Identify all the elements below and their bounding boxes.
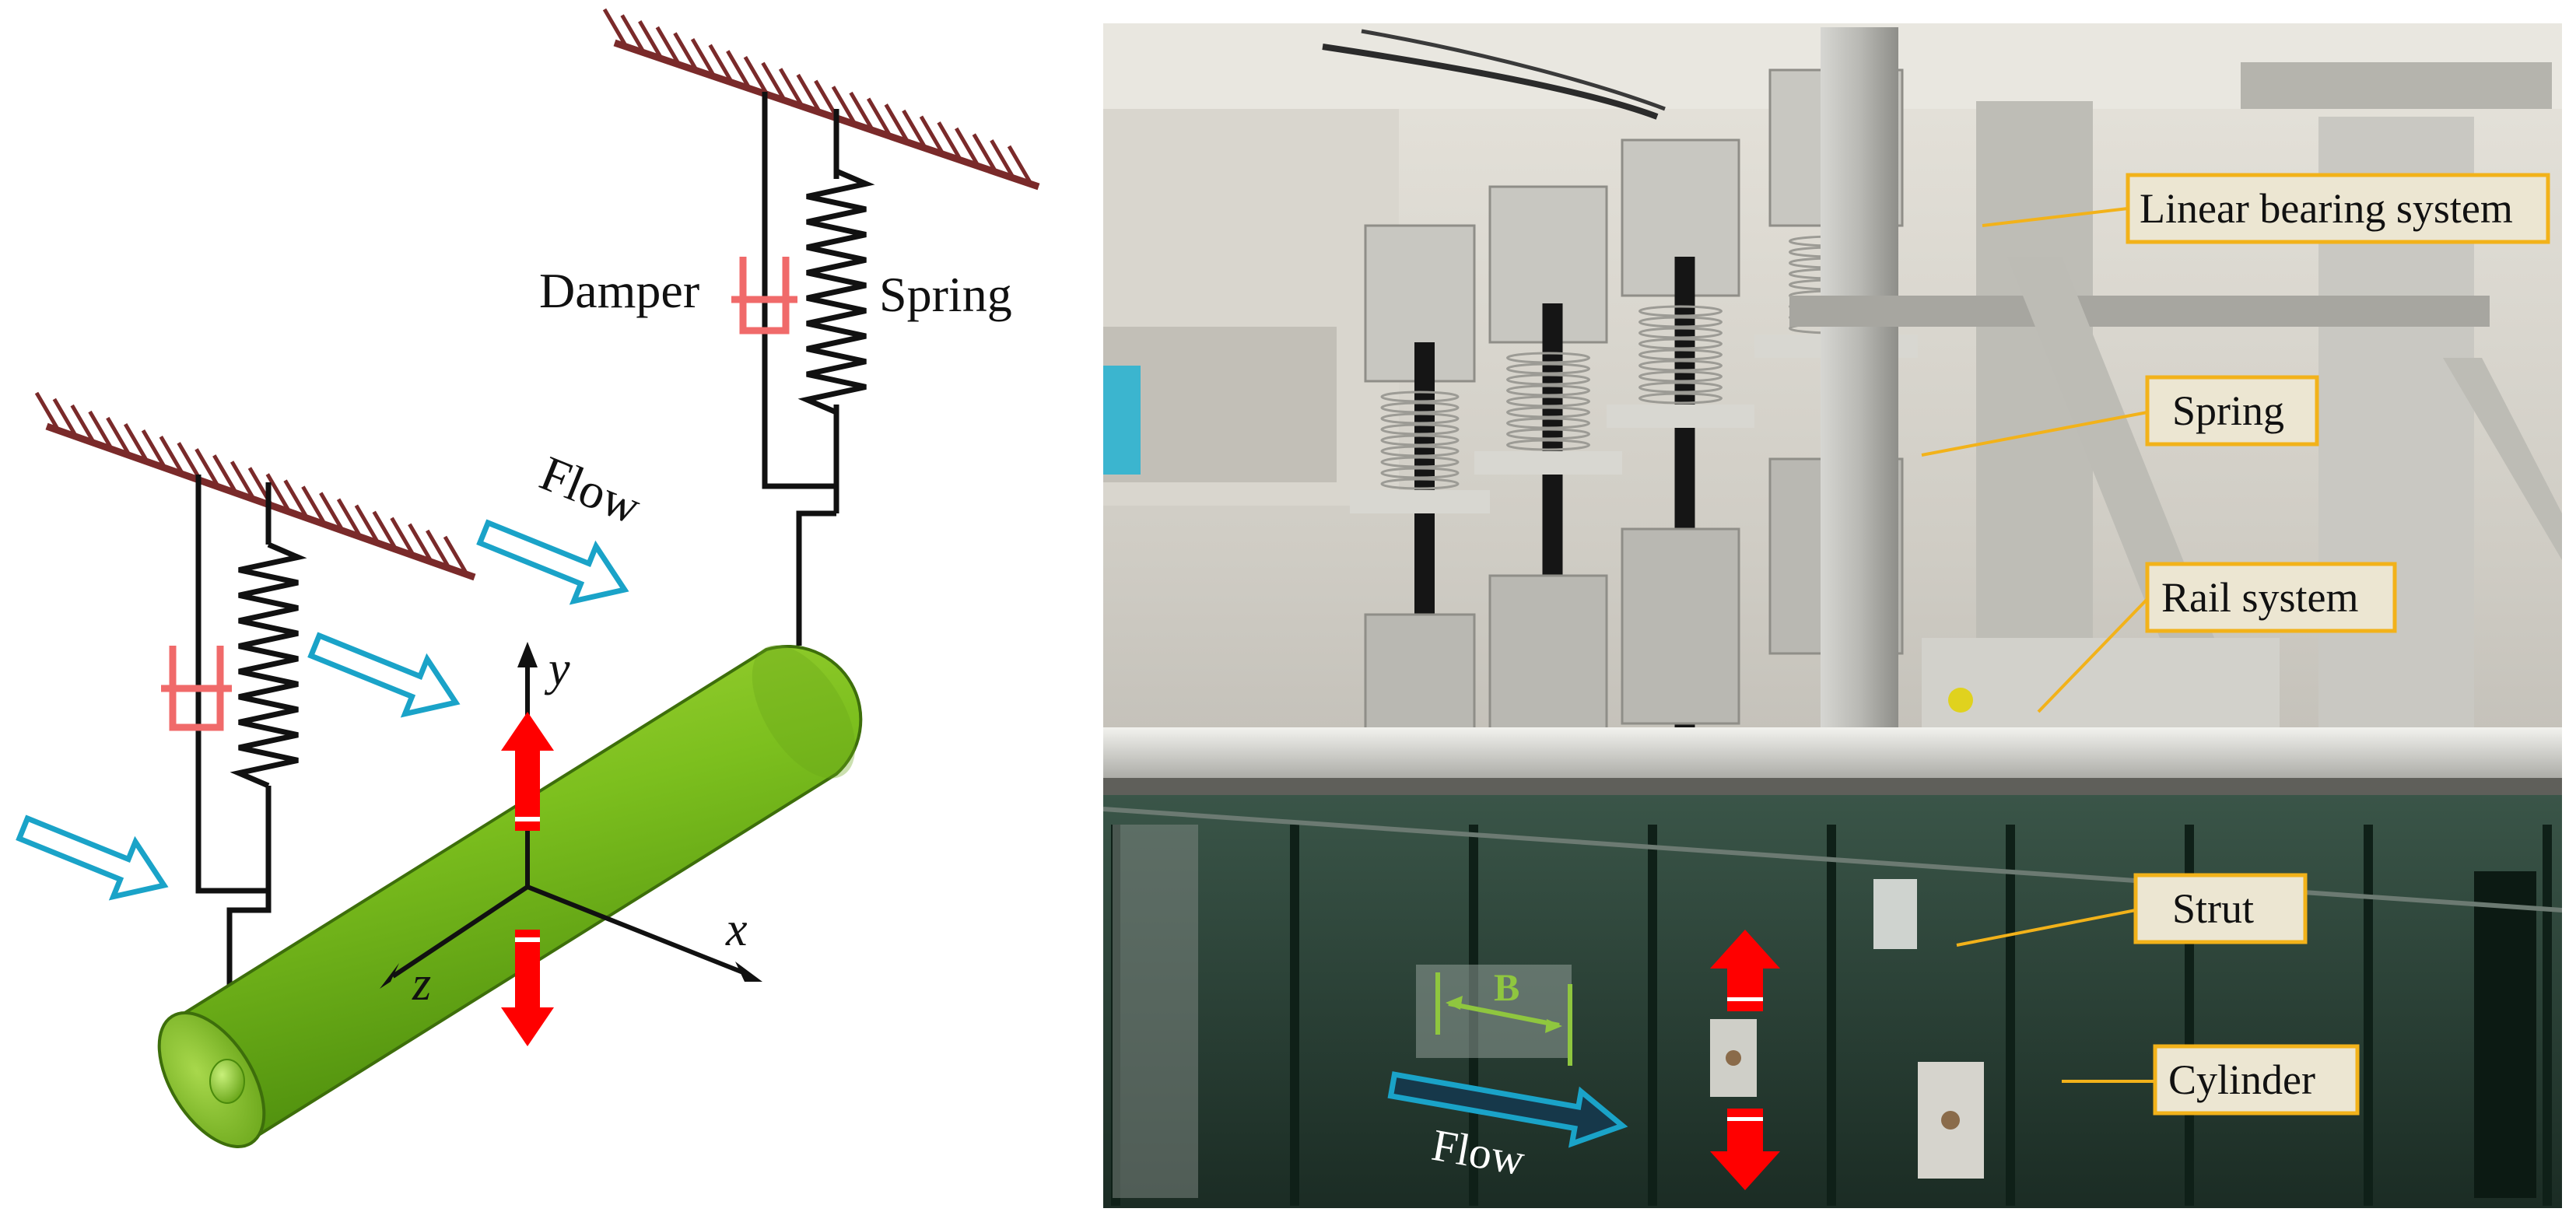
spacing-marker bbox=[1435, 972, 1572, 1066]
ground-hatch-upper bbox=[602, 8, 1040, 191]
photo-overlays: B Flow Linear bearing system bbox=[1387, 173, 2550, 1190]
force-arrow-up bbox=[501, 712, 554, 831]
ground-upper-tick bbox=[602, 8, 629, 48]
force-arrow-down bbox=[501, 930, 554, 1046]
damper-upper bbox=[731, 257, 797, 335]
callout-spring-text: Spring bbox=[2172, 387, 2284, 434]
ground-lower-tick bbox=[443, 535, 469, 576]
ground-lower-tick bbox=[372, 510, 398, 551]
ground-lower-tick bbox=[408, 523, 433, 563]
ceiling-cable bbox=[1322, 44, 1659, 120]
ground-upper-tick bbox=[761, 61, 787, 102]
ground-upper-tick bbox=[708, 44, 734, 84]
ground-upper-tick bbox=[849, 91, 874, 131]
ground-hatch-lower bbox=[34, 391, 476, 581]
photo-force-arrow-up bbox=[1710, 930, 1780, 1011]
ground-lower-tick bbox=[70, 404, 96, 444]
wall-cabinet bbox=[1103, 327, 1337, 482]
ground-lower-tick bbox=[390, 517, 415, 557]
ground-upper-tick bbox=[919, 115, 945, 155]
cylinder bbox=[157, 645, 863, 1148]
ground-lower-tick bbox=[354, 504, 380, 545]
ground-upper-tick bbox=[638, 20, 664, 60]
callout-cylinder: Cylinder bbox=[2153, 1044, 2360, 1116]
spring-upper bbox=[797, 168, 875, 415]
ground-lower-tick bbox=[123, 422, 149, 463]
ground-lower-tick bbox=[159, 436, 184, 475]
spring-lower bbox=[230, 541, 307, 789]
ground-upper-tick bbox=[972, 133, 997, 173]
ground-lower-tick bbox=[426, 529, 451, 569]
tank-panels bbox=[1103, 807, 2562, 1206]
ground-upper-tick bbox=[655, 26, 681, 66]
spacing-label: B bbox=[1494, 965, 1519, 1009]
callout-spring: Spring bbox=[2145, 375, 2319, 447]
ground-lower-tick bbox=[265, 473, 291, 513]
ground-lower-tick bbox=[230, 461, 256, 500]
ground-upper-tick bbox=[620, 14, 646, 54]
ground-lower-tick bbox=[195, 448, 220, 488]
ground-lower-tick bbox=[212, 454, 238, 494]
ground-lower-tick bbox=[177, 442, 202, 482]
ground-upper-tick bbox=[743, 55, 769, 96]
strut-plate bbox=[1873, 879, 1917, 949]
ground-upper-tick bbox=[796, 73, 822, 114]
callout-rail: Rail system bbox=[2145, 562, 2397, 633]
damper-label: Damper bbox=[539, 263, 699, 318]
rail bbox=[1103, 727, 2562, 782]
ground-upper-tick bbox=[955, 127, 980, 167]
ground-lower-tick bbox=[52, 398, 78, 438]
ground-lower-tick bbox=[283, 479, 309, 519]
ground-lower-tick bbox=[34, 391, 61, 432]
ground-lower-tick bbox=[301, 485, 327, 525]
callout-linear-bearing: Linear bearing system bbox=[2126, 173, 2550, 244]
axis-y-label: y bbox=[544, 643, 570, 695]
wall-poster bbox=[1103, 366, 1141, 475]
axis-z-label: z bbox=[412, 958, 431, 1011]
ground-upper-tick bbox=[673, 32, 699, 72]
bearing-assembly bbox=[1607, 138, 1754, 731]
ground-lower-tick bbox=[319, 492, 345, 531]
cylinder-mount-knob bbox=[209, 1059, 245, 1104]
ground-upper-tick bbox=[990, 139, 1015, 179]
callout-rail-text: Rail system bbox=[2161, 574, 2359, 621]
schematic: Damper Spring Flow bbox=[16, 8, 1040, 1148]
ground-upper-tick bbox=[726, 50, 752, 89]
cylinder-far-end bbox=[752, 645, 856, 779]
photo-force-arrow-down bbox=[1710, 1109, 1780, 1190]
callout-strut-text: Strut bbox=[2172, 885, 2254, 932]
support-frame-lower bbox=[195, 475, 272, 1058]
flow-arrow-1 bbox=[16, 814, 169, 901]
flow-arrows bbox=[16, 519, 629, 901]
photo-flow-arrow bbox=[1387, 1071, 1628, 1148]
ground-upper-tick bbox=[778, 68, 804, 107]
damper-lower bbox=[161, 646, 232, 731]
flow-arrow-3 bbox=[476, 519, 629, 605]
ground-upper-tick bbox=[866, 97, 892, 138]
ground-lower-tick bbox=[336, 498, 363, 538]
support-frame-upper bbox=[762, 92, 839, 646]
ground-upper-tick bbox=[831, 86, 857, 125]
bearing-assembly bbox=[1350, 224, 1490, 811]
ground-upper-tick bbox=[690, 38, 717, 78]
flow-arrow-2 bbox=[307, 632, 461, 718]
ground-upper-tick bbox=[884, 103, 909, 143]
ground-lower-tick bbox=[88, 410, 114, 450]
ground-upper-tick bbox=[1007, 145, 1033, 185]
callout-linear-bearing-text: Linear bearing system bbox=[2140, 185, 2513, 232]
spring-label: Spring bbox=[879, 267, 1012, 322]
axis-x-label: x bbox=[725, 903, 748, 956]
ground-lower-tick bbox=[141, 429, 167, 469]
ground-upper-tick bbox=[902, 109, 927, 149]
callout-cylinder-text: Cylinder bbox=[2168, 1056, 2315, 1103]
flow-label: Flow bbox=[533, 445, 649, 534]
callout-strut: Strut bbox=[2133, 873, 2308, 944]
ground-upper-tick bbox=[937, 121, 962, 161]
ground-lower-tick bbox=[106, 416, 131, 457]
leader-lines bbox=[1921, 207, 2155, 1083]
